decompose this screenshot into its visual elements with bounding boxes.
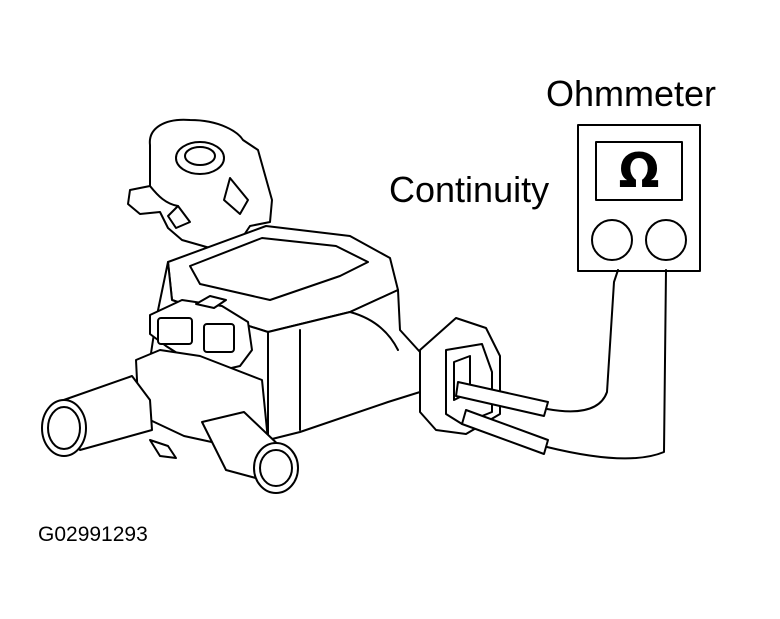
ohmmeter-display [596,142,682,200]
probe-upper [456,382,548,416]
lead-lower [547,270,666,458]
electrical-connector [420,318,500,434]
ohmmeter [578,125,700,271]
lower-tab [150,440,176,458]
connector-clip [150,296,252,372]
test-probes [456,270,666,458]
ohmmeter-symbol: Ω [618,143,660,199]
figure-code: G02991293 [38,523,148,546]
lead-upper [547,270,618,411]
right-hose-port [202,412,298,493]
left-hose-port [42,376,152,456]
probe-lower [462,410,548,454]
continuity-label: Continuity [389,169,550,210]
terminal-right [646,220,686,260]
mounting-bracket [128,120,272,248]
terminal-left [592,220,632,260]
ohmmeter-label: Ohmmeter [546,73,717,114]
vacuum-switching-valve [42,120,500,493]
